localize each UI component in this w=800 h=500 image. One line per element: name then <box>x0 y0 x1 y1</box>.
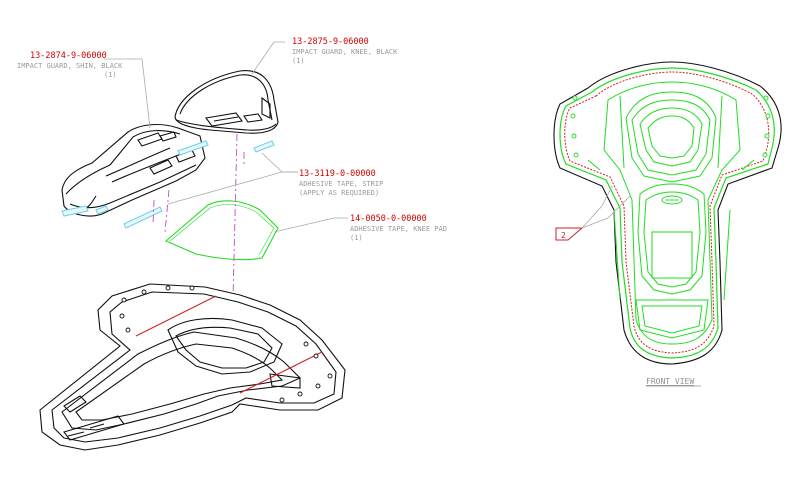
knee-impact-guard <box>174 70 279 134</box>
note-flag-2: 2 <box>555 185 631 241</box>
base-pad-rivet-holes <box>119 285 333 403</box>
part-qty-label: (APPLY AS REQUIRED) <box>299 189 379 197</box>
part-qty-label: (1) <box>292 57 305 65</box>
front-view: 2 FRONT VIEW <box>553 61 782 387</box>
base-pad-stitch-lines <box>135 295 323 394</box>
part-description-label: IMPACT GUARD, KNEE, BLACK <box>292 48 398 56</box>
front-view-pad-outline <box>559 67 775 359</box>
adhesive-tape-strips <box>61 140 275 229</box>
callout-leaders <box>104 41 348 233</box>
front-view-label: FRONT VIEW <box>646 377 694 386</box>
front-view-rivet-holes <box>570 95 771 158</box>
front-view-inner-contours <box>587 81 755 345</box>
exploded-isometric-view <box>39 41 348 451</box>
callout-13-2874: 13-2874-9-06000 IMPACT GUARD, SHIN, BLAC… <box>17 51 123 79</box>
callout-14-0050: 14-0050-0-00000 ADHESIVE TAPE, KNEE PAD … <box>350 214 447 242</box>
part-description-label: ADHESIVE TAPE, KNEE PAD <box>350 225 447 233</box>
callout-13-3119: 13-3119-0-00000 ADHESIVE TAPE, STRIP (AP… <box>299 169 383 197</box>
note-number-label: 2 <box>561 231 566 240</box>
part-qty-label: (1) <box>104 71 117 79</box>
front-view-logo <box>661 195 683 205</box>
part-number-label: 14-0050-0-00000 <box>350 214 427 224</box>
part-qty-label: (1) <box>350 234 363 242</box>
part-description-label: ADHESIVE TAPE, STRIP <box>299 180 383 188</box>
front-view-outer-outline <box>553 61 782 365</box>
knee-pad-adhesive-tape <box>164 200 279 261</box>
shin-impact-guard <box>61 123 206 217</box>
part-number-label: 13-2874-9-06000 <box>30 51 107 61</box>
callout-13-2875: 13-2875-9-06000 IMPACT GUARD, KNEE, BLAC… <box>292 37 398 65</box>
part-number-label: 13-3119-0-00000 <box>299 169 376 179</box>
front-view-stitch-line <box>564 71 770 354</box>
part-number-label: 13-2875-9-06000 <box>292 37 369 47</box>
base-shin-knee-pad <box>39 283 346 451</box>
part-description-label: IMPACT GUARD, SHIN, BLACK <box>17 62 123 70</box>
